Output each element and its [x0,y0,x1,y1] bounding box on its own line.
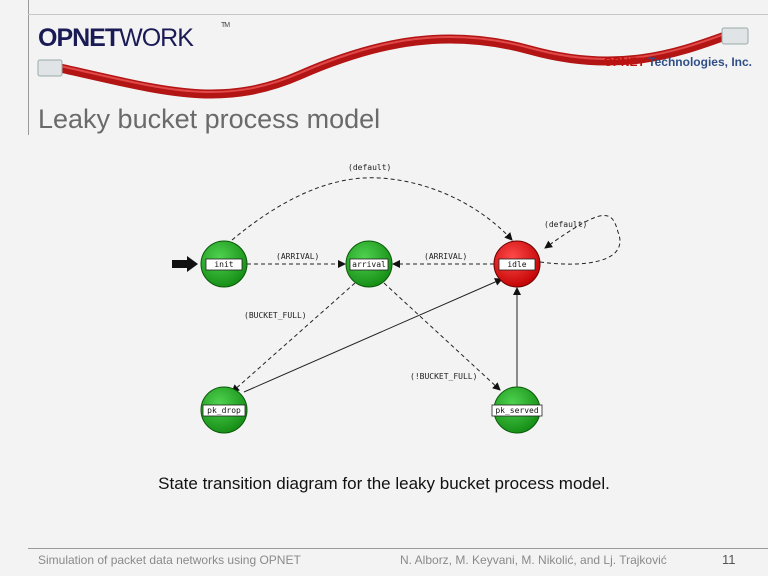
initial-state-arrow-icon [172,256,198,272]
diagram-caption: State transition diagram for the leaky b… [158,474,610,493]
label-not-bucket-full: (!BUCKET_FULL) [410,372,477,381]
frame-vertical-line [28,0,29,135]
state-label-idle: idle [507,260,526,269]
cable-plug-left [37,59,63,77]
footer-authors: N. Alborz, M. Keyvani, M. Nikolić, and L… [400,553,667,567]
company-name: OPNET Technologies, Inc. [604,55,752,69]
state-label-pk-drop: pk_drop [207,406,241,415]
logo-opnet: OPNET [38,24,120,52]
company-name-bold: OPNET [603,55,645,69]
cable-plug-right [721,27,749,45]
page-number: 11 [722,552,736,567]
label-arrival-2: (ARRIVAL) [424,252,467,261]
state-label-arrival: arrival [352,260,386,269]
state-idle[interactable]: idle [493,240,541,288]
opnetwork-logo: OPNETWORK TM [38,22,230,53]
state-arrival[interactable]: arrival [345,240,393,288]
company-name-rest: Technologies, Inc. [644,55,752,69]
label-default-top: (default) [348,163,391,172]
label-arrival-1: (ARRIVAL) [276,252,319,261]
frame-horizontal-line [28,14,768,15]
label-bucket-full: (BUCKET_FULL) [244,311,307,320]
logo-tm: TM [221,22,230,29]
footer-left-text: Simulation of packet data networks using… [38,553,301,567]
state-label-init: init [214,260,233,269]
state-pk-drop[interactable]: pk_drop [200,386,248,434]
transition-arrival-pkdrop [231,282,356,393]
transition-pkdrop-idle [243,278,503,393]
footer-divider [28,548,768,549]
slide-title: Leaky bucket process model [38,104,381,134]
logo-work: WORK [119,24,194,52]
transition-init-idle-default [231,177,513,241]
transition-arrival-pkserved [383,282,501,391]
state-label-pk-served: pk_served [495,406,539,415]
state-pk-served[interactable]: pk_served [491,386,543,434]
transition-idle-self-default [539,214,621,265]
state-init[interactable]: init [200,240,248,288]
network-cable-icon [37,27,749,99]
label-default-self: (default) [544,220,587,229]
